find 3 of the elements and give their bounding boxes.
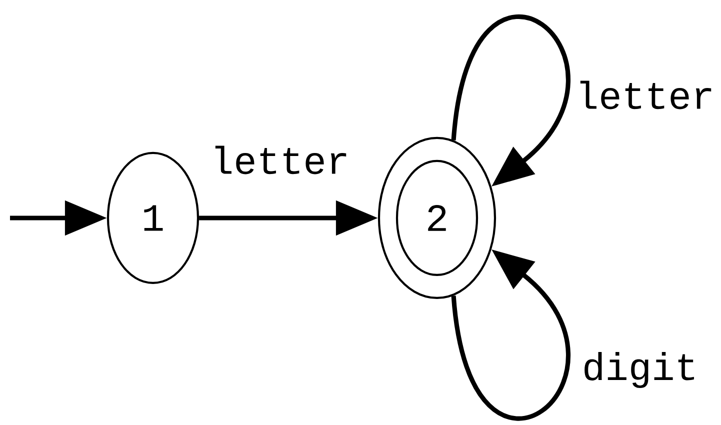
edge-label: digit: [578, 348, 702, 392]
edge-label: letter: [206, 142, 354, 178]
edge-label: letter: [572, 77, 718, 113]
